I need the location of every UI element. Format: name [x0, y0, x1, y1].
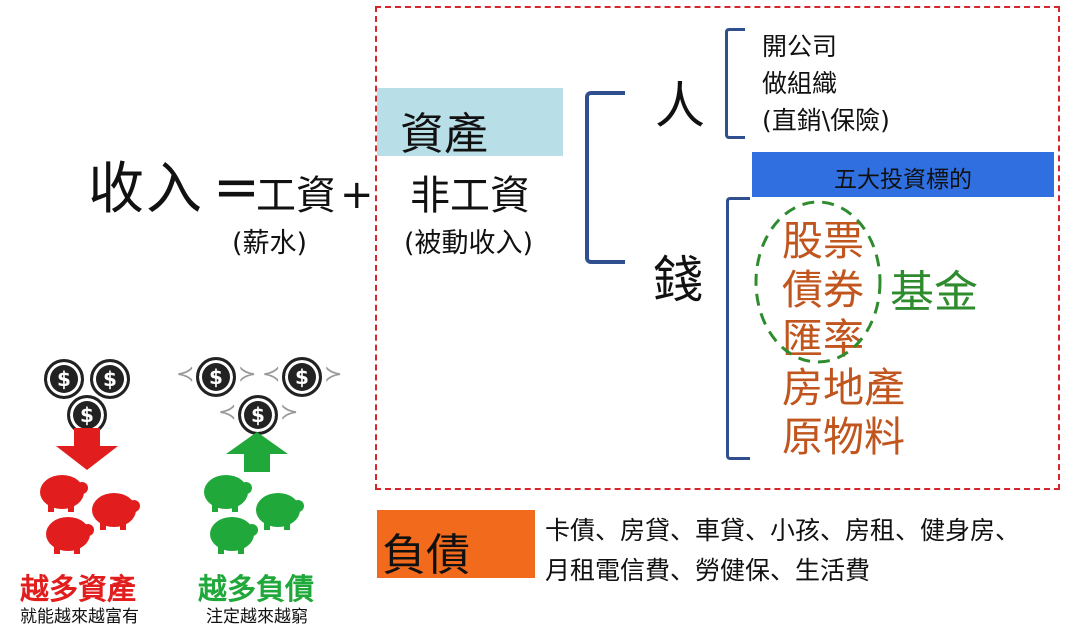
liability-highlight: [377, 510, 535, 578]
fund-label: 基金: [890, 267, 978, 318]
liability-label: 負債: [382, 530, 470, 581]
more-liabilities-title: 越多負債: [198, 572, 315, 606]
asset-highlight: [377, 88, 563, 156]
wage-note: (薪水): [232, 228, 308, 259]
wing-icon: ≺: [176, 362, 195, 387]
flying-coin-icon: $: [238, 395, 278, 435]
flying-coin-icon: $: [196, 357, 236, 397]
more-assets-subtitle: 就能越來越富有: [20, 607, 139, 627]
fund-ellipse: [754, 200, 882, 364]
investment-item: 原物料: [782, 413, 905, 461]
person-item: 開公司: [762, 32, 838, 61]
wing-icon: ≻: [324, 362, 343, 387]
money-label: 錢: [653, 251, 703, 309]
asset-frame: [375, 6, 1060, 490]
income-label: 收入: [88, 157, 204, 222]
top5-title: 五大投資標的: [834, 167, 972, 193]
top5-bar: [752, 152, 1054, 197]
investment-list: 股票 債券 匯率 房地產 原物料: [782, 217, 905, 462]
money-bracket: [726, 197, 750, 460]
investment-item: 股票: [782, 217, 864, 265]
more-liabilities-subtitle: 注定越來越窮: [206, 607, 308, 627]
plus-sign: +: [340, 172, 374, 218]
arrow-up-icon: [226, 432, 288, 472]
liability-line: 卡債、房貸、車貸、小孩、房租、健身房、: [545, 516, 1021, 545]
equals-sign: =: [213, 155, 262, 220]
red-piggy-banks-icon: [40, 475, 140, 554]
person-label: 人: [655, 77, 705, 135]
non-wage-label: 非工資: [410, 173, 530, 219]
person-bracket: [725, 28, 745, 139]
arrow-down-icon: [56, 428, 118, 470]
more-assets-title: 越多資產: [20, 572, 137, 606]
liability-list: 卡債、房貸、車貸、小孩、房租、健身房、 月租電信費、勞健保、生活費: [545, 511, 1020, 591]
wing-icon: ≺: [262, 362, 281, 387]
person-item: 做組織: [762, 69, 838, 98]
coin-icon: $: [44, 359, 84, 399]
wing-icon: ≻: [280, 400, 299, 425]
investment-item: 房地產: [782, 364, 905, 412]
investment-item: 債券: [782, 266, 864, 314]
person-items: 開公司 做組織 (直銷\保險): [762, 28, 890, 139]
investment-item: 匯率: [782, 315, 864, 363]
liability-line: 月租電信費、勞健保、生活費: [545, 556, 871, 585]
non-wage-note: (被動收入): [404, 228, 534, 259]
wing-icon: ≻: [238, 362, 257, 387]
flying-coin-icon: $: [282, 357, 322, 397]
main-bracket: [585, 91, 625, 264]
green-piggy-banks-icon: [204, 475, 304, 554]
wage-label: 工資: [256, 173, 336, 219]
wing-icon: ≺: [218, 400, 237, 425]
coin-icon: $: [90, 359, 130, 399]
asset-label: 資產: [400, 109, 488, 160]
person-item: (直銷\保險): [762, 106, 890, 135]
